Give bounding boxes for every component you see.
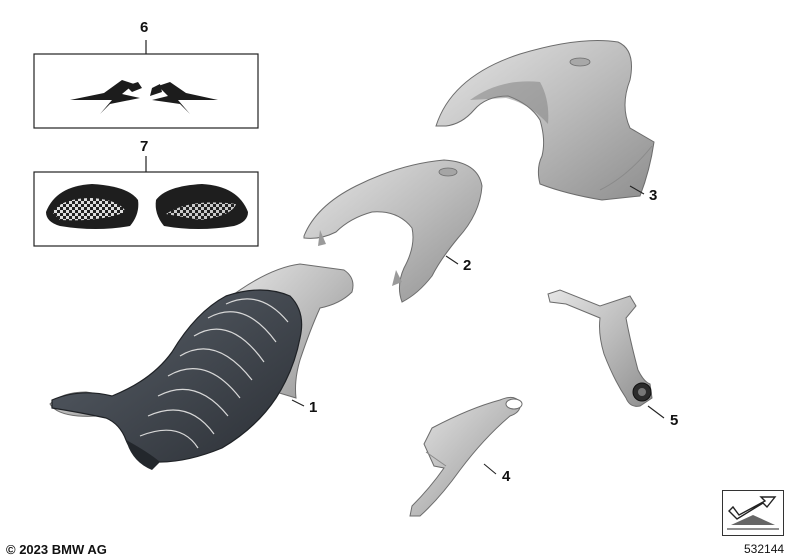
part-5-bracket[interactable] — [547, 289, 653, 407]
part-7-tank-pads[interactable] — [33, 156, 259, 247]
part-2-seat-cover[interactable] — [303, 159, 483, 303]
callout-2: 2 — [463, 257, 472, 274]
part-1-seat[interactable] — [49, 263, 354, 470]
arrow-icon[interactable] — [722, 490, 784, 536]
part-6-decal-kit[interactable] — [33, 40, 259, 129]
callout-5: 5 — [670, 412, 679, 429]
part-4-strut[interactable] — [409, 396, 523, 517]
callout-4: 4 — [502, 468, 511, 485]
leader-lines — [291, 185, 665, 475]
part-3-rear-cover[interactable] — [435, 40, 655, 201]
copyright-text: © 2023 BMW AG — [6, 542, 107, 557]
callout-6: 6 — [140, 19, 149, 36]
arrow-icon-glyph — [727, 496, 779, 530]
diagram-number: 532144 — [744, 542, 785, 556]
callout-7: 7 — [140, 138, 149, 155]
callout-3: 3 — [649, 187, 658, 204]
callout-1: 1 — [309, 399, 318, 416]
